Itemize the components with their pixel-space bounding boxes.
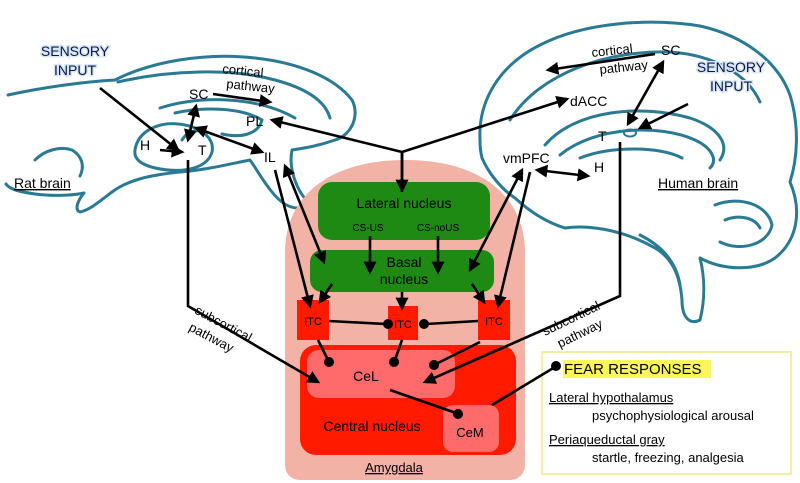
fear-effect-2: startle, freezing, analgesia: [592, 450, 745, 465]
fear-title-highlight: [563, 360, 711, 378]
basal-nucleus-box: [310, 250, 494, 292]
dot-right-middle: [419, 319, 429, 329]
itc-box-middle: [388, 306, 418, 340]
dot-middle-cel: [389, 357, 399, 367]
itc-right-label: ITC: [485, 316, 503, 328]
human-t-label: T: [598, 128, 607, 144]
arrow-vmpfc-to-h: [534, 164, 591, 182]
arrow-rat-sensory-to-t: [99, 86, 181, 152]
lateral-nucleus-box: [318, 182, 490, 240]
human-brain: [478, 20, 799, 324]
fear-effect-1: psychophysiological arousal: [592, 408, 754, 423]
arrow-human-sc-to-t: [626, 59, 665, 127]
human-cortical-line1: cortical: [591, 41, 634, 60]
arrow-rat-subcortical-to-cel: [186, 160, 321, 384]
arrow-rat-il-to-t: [193, 125, 265, 155]
arrow-vmpfc-to-basal: [468, 167, 524, 273]
inhib-itc-right-to-middle: [425, 319, 479, 326]
dot-fear: [551, 361, 561, 371]
rat-h-label: H: [140, 137, 150, 153]
inhib-itc-left-to-cel: [316, 339, 330, 361]
inhib-itc-left-to-middle: [328, 319, 387, 326]
rat-pl-label: PL: [246, 113, 263, 129]
cel-box: [307, 350, 455, 398]
human-thalamus-inner: [578, 147, 684, 160]
arrow-vmpfc-to-itc-right: [494, 171, 532, 309]
arrow-basal-to-itc-left: [318, 283, 334, 305]
human-dacc-label: dACC: [570, 93, 607, 109]
lateral-nucleus-label: Lateral nucleus: [357, 195, 452, 211]
rat-t-label: T: [198, 142, 207, 158]
basal-nucleus-line2: nucleus: [380, 271, 428, 287]
arrow-rat-sc-to-pl: [212, 92, 273, 107]
arrow-split-to-pl: [269, 116, 403, 154]
rat-thalamus-curve: [180, 129, 208, 142]
human-sensory-input-line2: INPUT: [710, 78, 752, 94]
human-vmpfc-label: vmPFC: [503, 150, 550, 166]
central-nucleus-label: Central nucleus: [323, 418, 420, 434]
human-corpus-callosum: [558, 128, 715, 170]
line-cem-to-fear: [491, 365, 556, 407]
rat-brain-label: Rat brain: [14, 175, 71, 191]
arrow-human-sensory-to-t: [637, 102, 689, 130]
fear-region-1: Lateral hypothalamus: [549, 390, 674, 405]
rat-cortical-line2: pathway: [226, 76, 276, 96]
arrow-basal-to-itc-right: [470, 283, 486, 305]
human-sc-label: SC: [661, 42, 680, 58]
rat-il-label: IL: [264, 149, 276, 165]
dot-cel-cem: [453, 409, 463, 419]
dot-right-cel: [429, 360, 439, 370]
itc-left-label: ITC: [304, 316, 322, 328]
human-cerebellum: [713, 199, 774, 248]
connections: [99, 52, 689, 415]
fear-responses-panel: [541, 351, 792, 475]
human-brainstem: [638, 233, 682, 287]
rat-cerebellum-line: [33, 146, 84, 178]
inhibition-dots: [324, 319, 561, 419]
arrow-il-to-basal: [282, 163, 327, 265]
human-cerebellum-fold: [723, 215, 762, 230]
human-brain-fold-2: [543, 109, 726, 162]
inhib-cel-to-cem: [389, 388, 457, 415]
human-brain-label: Human brain: [658, 175, 738, 191]
human-thalamus-dot: [623, 128, 637, 138]
fear-responses-title: FEAR RESPONSES: [564, 361, 702, 378]
itc-middle-label: ITC: [394, 319, 412, 331]
rat-cortex-line: [116, 70, 332, 120]
arrow-split-to-dacc: [401, 95, 570, 154]
arrow-rat-t-to-sc: [184, 103, 200, 143]
fear-region-2: Periaqueductal gray: [549, 432, 665, 447]
rat-sensory-input-line1: SENSORY: [41, 43, 110, 59]
dot-left-cel: [324, 357, 334, 367]
rat-cortical-line1: cortical: [222, 61, 265, 80]
basal-nucleus-line1: Basal: [386, 254, 421, 270]
dot-left-middle: [383, 319, 393, 329]
cem-label: CeM: [456, 425, 483, 440]
human-sensory-input-line1: SENSORY: [697, 59, 766, 75]
cs-nous-label: CS-noUS: [417, 223, 460, 234]
arrow-il-to-itc-left: [273, 169, 314, 309]
amygdala: [285, 160, 525, 480]
human-h-label: H: [594, 159, 604, 175]
cs-us-label: CS-US: [352, 223, 383, 234]
rat-corpus-line: [158, 98, 297, 120]
human-cortical-line2: pathway: [599, 57, 649, 77]
cel-label: CeL: [353, 368, 379, 384]
arrow-rat-h-to-t: [159, 144, 185, 158]
human-brain-outline: [478, 20, 799, 324]
arrow-human-sc-to-cortical: [545, 52, 656, 75]
inhib-itc-middle-to-cel: [393, 339, 404, 361]
amygdala-label: Amygdala: [365, 460, 424, 475]
arrow-human-subcortical-to-cel: [422, 142, 622, 384]
rat-sc-label: SC: [189, 86, 208, 102]
rat-sensory-input-line2: INPUT: [54, 62, 96, 78]
inhib-itc-right-to-cel: [435, 340, 481, 366]
human-brain-fold-1: [508, 50, 762, 122]
